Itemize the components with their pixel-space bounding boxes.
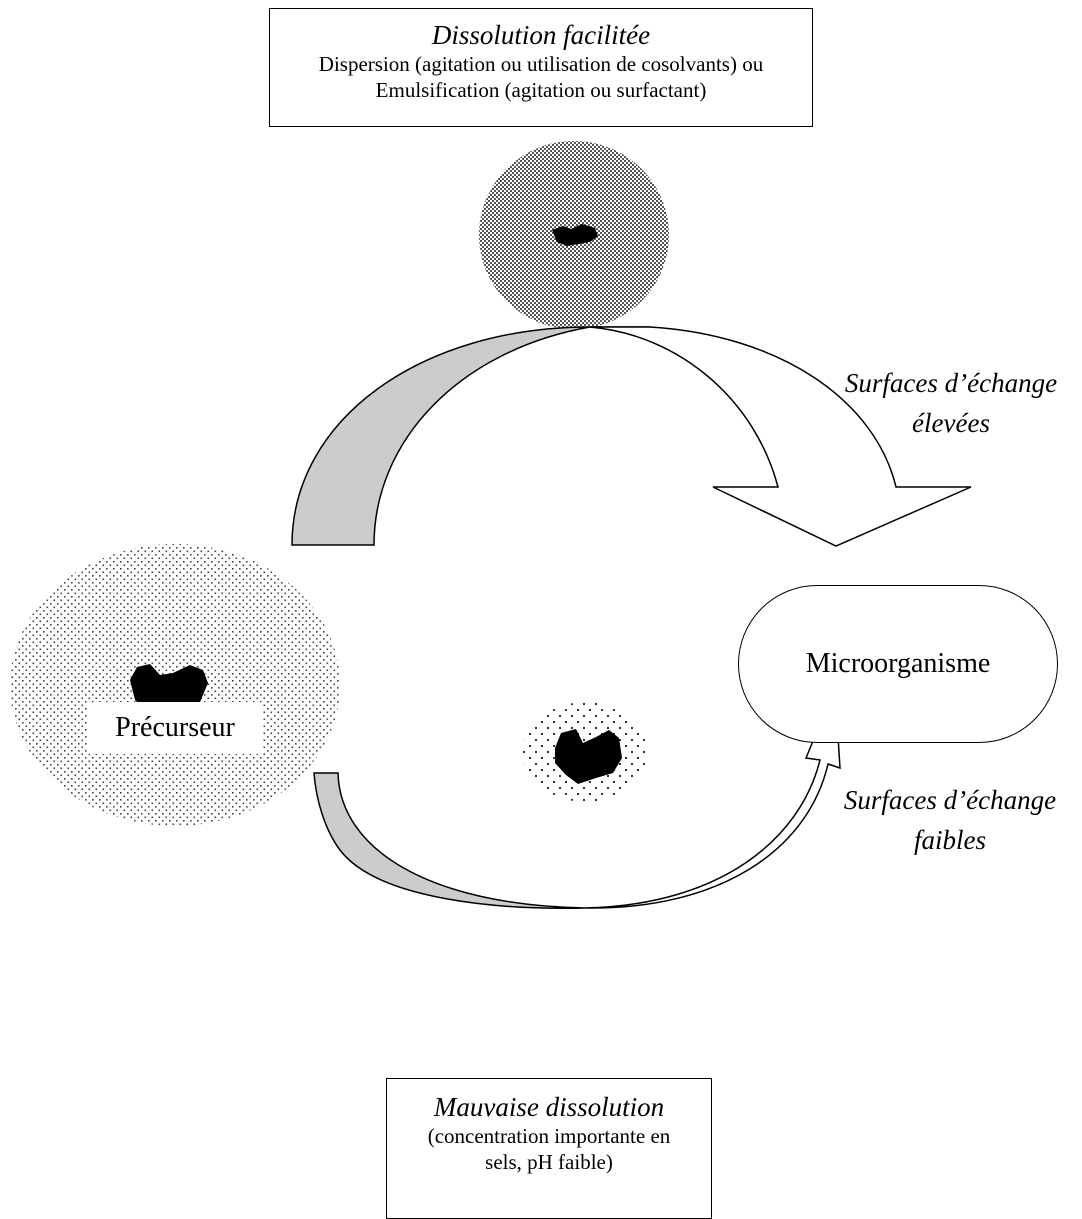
- precursor-particle-bottom: [555, 729, 622, 784]
- dispersed-droplet: [479, 141, 669, 329]
- top-box-line-1: Dispersion (agitation ou utilisation de …: [318, 52, 764, 76]
- precursor-particle-small: [552, 224, 598, 246]
- bottom-box-title: Mauvaise dissolution: [433, 1092, 665, 1122]
- bottom-box-line-2: sels, pH faible): [485, 1150, 613, 1174]
- high-exchange-line-1: Surfaces d’échange: [844, 368, 1058, 398]
- top-box-title: Dissolution facilitée: [431, 20, 651, 50]
- precursor-particle: [130, 664, 208, 714]
- poorly-dissolved-droplet: [523, 702, 649, 802]
- microorganism-node: Microorganisme: [738, 585, 1058, 743]
- bottom-box: Mauvaise dissolution (concentration impo…: [386, 1078, 712, 1219]
- precursor-label: Précurseur: [87, 702, 263, 754]
- low-exchange-line-2: faibles: [914, 825, 986, 855]
- top-box: Dissolution facilitée Dispersion (agitat…: [269, 8, 813, 127]
- high-exchange-line-2: élevées: [912, 408, 990, 438]
- low-exchange-label: Surfaces d’échange faibles: [818, 780, 1082, 860]
- upper-arrow: [291, 326, 972, 547]
- low-exchange-line-1: Surfaces d’échange: [843, 785, 1057, 815]
- precursor-droplet: [10, 544, 340, 826]
- high-exchange-label: Surfaces d’échange élevées: [820, 363, 1082, 443]
- microorganism-label: Microorganisme: [805, 648, 991, 679]
- top-box-line-2: Emulsification (agitation ou surfactant): [375, 78, 707, 102]
- bottom-box-line-1: (concentration importante en: [427, 1124, 671, 1148]
